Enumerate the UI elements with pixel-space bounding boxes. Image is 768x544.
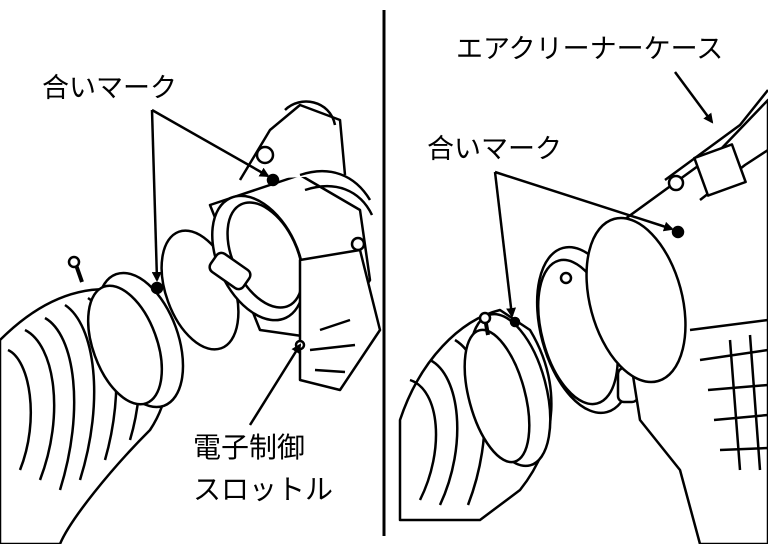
match-mark-label-left: 合いマーク	[42, 73, 177, 104]
air-cleaner-case	[585, 89, 768, 544]
intake-hose	[0, 255, 185, 544]
leader-throttle	[248, 343, 302, 426]
left-panel-drawing	[0, 100, 382, 544]
left-match-mark-dot	[150, 281, 164, 295]
throttle-label-line1: 電子制御	[193, 431, 306, 464]
match-mark-label-right: 合いマーク	[427, 134, 562, 165]
right-match-mark-dot-upper	[671, 225, 685, 239]
air-cleaner-case-label: エアクリーナーケース	[456, 34, 724, 65]
right-hose	[398, 308, 553, 522]
throttle-label-line2: スロットル	[193, 473, 334, 506]
leader-left-a	[150, 109, 162, 282]
leader-left-b	[151, 108, 270, 178]
leader-air-cleaner	[673, 71, 714, 124]
left-match-mark-dot-upper	[266, 173, 280, 187]
right-panel-drawing	[398, 89, 768, 544]
leader-right-b	[494, 170, 674, 232]
throttle-body	[208, 100, 382, 392]
left-leaders	[150, 108, 302, 426]
right-leaders	[493, 71, 714, 318]
leader-right-a	[493, 171, 517, 318]
throttle-body-label: 電子制御 スロットル	[193, 427, 333, 511]
right-match-mark-dot	[509, 316, 521, 328]
